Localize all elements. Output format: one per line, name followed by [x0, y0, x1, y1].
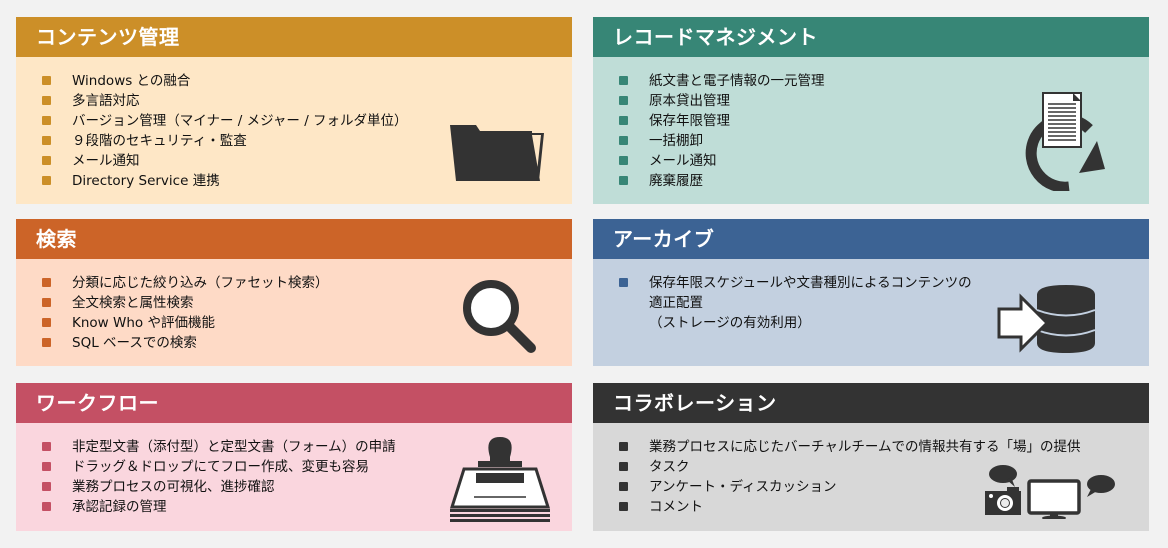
panel-body: Windows との融合 多言語対応 バージョン管理（マイナー / メジャー /…: [16, 57, 572, 204]
bullet-icon: [42, 298, 51, 307]
bullet-icon: [42, 176, 51, 185]
bullet-icon: [619, 96, 628, 105]
panel-title: ワークフロー: [16, 383, 572, 423]
list-item: バージョン管理（マイナー / メジャー / フォルダ単位）: [42, 111, 572, 131]
list-item: 原本貸出管理: [619, 91, 1149, 111]
panel-body: 非定型文書（添付型）と定型文書（フォーム）の申請 ドラッグ＆ドロップにてフロー作…: [16, 423, 572, 531]
feature-list: 分類に応じた絞り込み（ファセット検索） 全文検索と属性検索 Know Who や…: [42, 273, 572, 353]
feature-list: 保存年限スケジュールや文書種別によるコンテンツの 適正配置 （ストレージの有効利…: [619, 273, 1149, 333]
bullet-icon: [42, 76, 51, 85]
bullet-icon: [619, 76, 628, 85]
panel-title: 検索: [16, 219, 572, 259]
content-management-panel: コンテンツ管理 Windows との融合 多言語対応 バージョン管理（マイナー …: [16, 17, 572, 204]
feature-list: 業務プロセスに応じたバーチャルチームでの情報共有する「場」の提供 タスク アンケ…: [619, 437, 1149, 517]
list-item: タスク: [619, 457, 1149, 477]
bullet-icon: [619, 176, 628, 185]
bullet-icon: [42, 96, 51, 105]
stamp-icon: [449, 437, 551, 522]
bullet-icon: [619, 136, 628, 145]
bullet-icon: [42, 116, 51, 125]
panel-body: 紙文書と電子情報の一元管理 原本貸出管理 保存年限管理 一括棚卸 メール通知 廃…: [593, 57, 1149, 204]
panel-body: 分類に応じた絞り込み（ファセット検索） 全文検索と属性検索 Know Who や…: [16, 259, 572, 366]
list-item: 多言語対応: [42, 91, 572, 111]
bullet-icon: [42, 136, 51, 145]
list-item: 業務プロセスの可視化、進捗確認: [42, 477, 572, 497]
bullet-icon: [619, 502, 628, 511]
list-item: 廃棄履歴: [619, 171, 1149, 191]
collaboration-panel: コラボレーション 業務プロセスに応じたバーチャルチームでの情報共有する「場」の提…: [593, 383, 1149, 531]
bullet-icon: [42, 338, 51, 347]
list-item: 紙文書と電子情報の一元管理: [619, 71, 1149, 91]
record-management-panel: レコードマネジメント 紙文書と電子情報の一元管理 原本貸出管理 保存年限管理 一…: [593, 17, 1149, 204]
panel-title: コラボレーション: [593, 383, 1149, 423]
bullet-icon: [619, 278, 628, 287]
feature-list: Windows との融合 多言語対応 バージョン管理（マイナー / メジャー /…: [42, 71, 572, 191]
bullet-icon: [42, 502, 51, 511]
bullet-icon: [42, 442, 51, 451]
list-item: ドラッグ＆ドロップにてフロー作成、変更も容易: [42, 457, 572, 477]
bullet-icon: [619, 442, 628, 451]
feature-list: 非定型文書（添付型）と定型文書（フォーム）の申請 ドラッグ＆ドロップにてフロー作…: [42, 437, 572, 517]
bullet-icon: [619, 156, 628, 165]
folder-icon: [450, 125, 544, 181]
list-item: コメント: [619, 497, 1149, 517]
list-item: 保存年限スケジュールや文書種別によるコンテンツの 適正配置 （ストレージの有効利…: [619, 273, 1149, 333]
feature-list: 紙文書と電子情報の一元管理 原本貸出管理 保存年限管理 一括棚卸 メール通知 廃…: [619, 71, 1149, 191]
list-item: 保存年限管理: [619, 111, 1149, 131]
list-item: 非定型文書（添付型）と定型文書（フォーム）の申請: [42, 437, 572, 457]
list-item: Windows との融合: [42, 71, 572, 91]
list-item: ９段階のセキュリティ・監査: [42, 131, 572, 151]
document-cycle-icon: [1025, 92, 1105, 191]
magnifier-icon: [463, 280, 536, 353]
bullet-icon: [42, 462, 51, 471]
workflow-panel: ワークフロー 非定型文書（添付型）と定型文書（フォーム）の申請 ドラッグ＆ドロッ…: [16, 383, 572, 531]
list-item: 一括棚卸: [619, 131, 1149, 151]
camera-monitor-chat-icon: [985, 465, 1115, 519]
list-item: メール通知: [619, 151, 1149, 171]
list-item: メール通知: [42, 151, 572, 171]
database-arrow-icon: [997, 285, 1096, 353]
bullet-icon: [42, 482, 51, 491]
panel-title: アーカイブ: [593, 219, 1149, 259]
panel-body: 業務プロセスに応じたバーチャルチームでの情報共有する「場」の提供 タスク アンケ…: [593, 423, 1149, 531]
list-item: 業務プロセスに応じたバーチャルチームでの情報共有する「場」の提供: [619, 437, 1149, 457]
bullet-icon: [619, 462, 628, 471]
list-item: SQL ベースでの検索: [42, 333, 572, 353]
panel-title: レコードマネジメント: [593, 17, 1149, 57]
list-item: アンケート・ディスカッション: [619, 477, 1149, 497]
archive-panel: アーカイブ 保存年限スケジュールや文書種別によるコンテンツの 適正配置 （ストレ…: [593, 219, 1149, 366]
bullet-icon: [42, 318, 51, 327]
list-item: 全文検索と属性検索: [42, 293, 572, 313]
panel-body: 保存年限スケジュールや文書種別によるコンテンツの 適正配置 （ストレージの有効利…: [593, 259, 1149, 366]
list-item: 分類に応じた絞り込み（ファセット検索）: [42, 273, 572, 293]
bullet-icon: [42, 156, 51, 165]
list-item: Directory Service 連携: [42, 171, 572, 191]
bullet-icon: [619, 116, 628, 125]
list-item: 承認記録の管理: [42, 497, 572, 517]
bullet-icon: [619, 482, 628, 491]
list-item: Know Who や評価機能: [42, 313, 572, 333]
search-panel: 検索 分類に応じた絞り込み（ファセット検索） 全文検索と属性検索 Know Wh…: [16, 219, 572, 366]
bullet-icon: [42, 278, 51, 287]
panel-title: コンテンツ管理: [16, 17, 572, 57]
